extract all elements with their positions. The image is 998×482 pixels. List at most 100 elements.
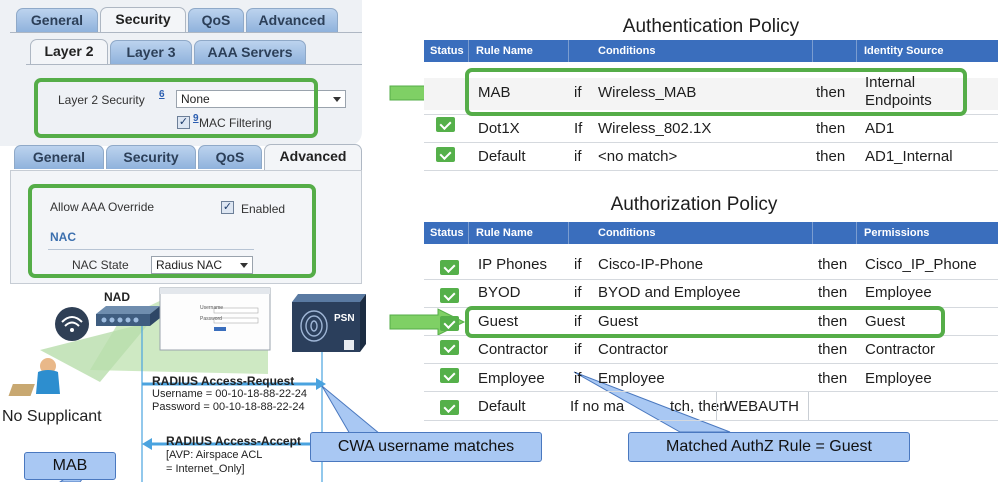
radius-request-title: RADIUS Access-Request [152, 374, 295, 388]
header-conditions: Conditions [598, 227, 656, 239]
nac-state-label: NAC State [72, 258, 129, 272]
radius-accept-avp-line1: [AVP: Airspace ACL [166, 449, 263, 461]
allow-aaa-enabled-label: Enabled [241, 202, 286, 216]
chevron-down-icon [333, 97, 341, 102]
tab-general[interactable]: General [16, 8, 98, 32]
header-status: Status [430, 45, 464, 57]
tab-security[interactable]: Security [106, 145, 196, 169]
rule-name: Employee [478, 370, 545, 387]
rule-then: then [816, 148, 846, 165]
authz-rule-row[interactable]: Guest if Guest then Guest [424, 308, 998, 336]
status-enabled-icon[interactable] [440, 260, 459, 275]
auth-rule-row[interactable]: Default if <no match> then AD1_Internal [424, 144, 998, 172]
rule-then: then [818, 313, 848, 330]
rule-condition: Wireless_MAB [598, 84, 697, 101]
callout-tail [321, 385, 382, 435]
authz-rule-row[interactable]: Contractor if Contractor then Contractor [424, 336, 998, 364]
login-portal-screenshot [159, 287, 271, 351]
authentication-policy-title: Authentication Policy [622, 16, 800, 37]
status-enabled-icon[interactable] [440, 316, 459, 331]
status-enabled-icon[interactable] [440, 288, 459, 303]
user-laptop-icon [8, 358, 60, 396]
status-enabled-icon[interactable] [440, 368, 459, 383]
mac-filtering-checkbox[interactable]: ✓ [177, 116, 190, 129]
tab-general[interactable]: General [14, 145, 104, 169]
rule-condition: <no match> [598, 148, 678, 165]
allow-aaa-override-checkbox[interactable]: ✓ [221, 201, 234, 214]
rule-if: If no ma [570, 398, 625, 415]
tab-qos[interactable]: QoS [188, 8, 244, 32]
allow-aaa-override-label: Allow AAA Override [50, 200, 155, 214]
psn-label: PSN [334, 313, 355, 324]
rule-condition: Employee [598, 370, 665, 387]
radius-request-password: Password = 00-10-18-88-22-24 [152, 401, 305, 413]
rule-if: if [574, 313, 582, 330]
wlc-security-panel: General Security QoS Advanced Layer 2 La… [0, 0, 362, 146]
login-password-label: Password [200, 316, 222, 322]
callout-tail [573, 371, 731, 433]
rule-then: then [818, 341, 848, 358]
nac-state-select[interactable]: Radius NAC [151, 256, 253, 274]
rule-name: Guest [478, 313, 519, 330]
footnote-link[interactable]: 9 [193, 113, 199, 124]
header-rule-name: Rule Name [476, 45, 533, 57]
highlight-box [28, 184, 316, 278]
authz-rule-row[interactable]: Employee if Employee then Employee [424, 364, 998, 392]
nad-label: NAD [104, 290, 130, 304]
status-enabled-icon[interactable] [440, 400, 459, 415]
rule-name: BYOD [478, 284, 521, 301]
subtab-layer2[interactable]: Layer 2 [30, 39, 108, 65]
nac-state-value: Radius NAC [156, 258, 223, 272]
auth-rule-row[interactable]: MAB if Wireless_MAB then Internal Endpoi… [424, 74, 998, 110]
authorization-policy-title: Authorization Policy [610, 194, 778, 215]
arrowhead-icon [316, 378, 326, 390]
footnote-link[interactable]: 6 [159, 89, 165, 100]
no-supplicant-label: No Supplicant [2, 408, 102, 425]
rule-then: then [818, 284, 848, 301]
cwa-callout: CWA username matches [310, 432, 542, 462]
tab-qos[interactable]: QoS [198, 145, 262, 169]
highlight-box [465, 68, 967, 116]
authz-rule-row[interactable]: Default If no ma tch, then WEBAUTH [424, 392, 998, 420]
subtab-aaa-servers[interactable]: AAA Servers [194, 40, 306, 64]
rule-then: then [816, 120, 846, 137]
rule-name: Default [478, 148, 526, 165]
matched-rule-callout: Matched AuthZ Rule = Guest [628, 432, 910, 462]
layer2-security-select[interactable]: None [176, 90, 346, 108]
network-diagram [8, 287, 382, 482]
rule-result: AD1 [865, 120, 895, 137]
mab-callout: MAB [24, 452, 116, 480]
status-enabled-icon[interactable] [436, 117, 455, 132]
authz-rule-row[interactable]: BYOD if BYOD and Employee then Employee [424, 280, 998, 308]
rule-if: If [574, 120, 583, 137]
status-enabled-icon[interactable] [440, 340, 459, 355]
rule-name: Contractor [478, 341, 549, 358]
rule-result: Contractor [865, 341, 936, 358]
header-status: Status [430, 227, 464, 239]
rule-condition: Cisco-IP-Phone [598, 256, 704, 273]
radius-request-username: Username = 00-10-18-88-22-24 [152, 388, 308, 400]
rule-result: Employee [865, 370, 932, 387]
rule-then: then [816, 84, 846, 101]
status-enabled-icon[interactable] [436, 147, 455, 162]
login-username-label: Username [200, 305, 224, 311]
tab-advanced[interactable]: Advanced [264, 144, 362, 170]
authz-rule-row[interactable]: IP Phones if Cisco-IP-Phone then Cisco_I… [424, 252, 998, 280]
radius-accept-avp-line2: = Internet_Only] [166, 463, 245, 475]
nac-section-heading: NAC [50, 230, 76, 244]
tab-advanced[interactable]: Advanced [246, 8, 338, 32]
column-divider [716, 392, 717, 420]
subtab-layer3[interactable]: Layer 3 [110, 40, 192, 64]
tab-security[interactable]: Security [100, 7, 186, 33]
rule-condition: Wireless_802.1X [598, 120, 712, 137]
rule-if: if [574, 256, 582, 273]
rule-if: if [574, 370, 582, 387]
header-permissions: Permissions [864, 227, 930, 239]
rule-condition: tch, then [670, 398, 728, 415]
divider [48, 249, 254, 250]
rule-name: IP Phones [478, 256, 547, 273]
authorization-table-header: Status Rule Name Conditions Permissions [424, 222, 998, 244]
auth-rule-row[interactable]: Dot1X If Wireless_802.1X then AD1 [424, 116, 998, 144]
rule-result: Cisco_IP_Phone [865, 256, 977, 273]
highlight-box [34, 78, 318, 138]
